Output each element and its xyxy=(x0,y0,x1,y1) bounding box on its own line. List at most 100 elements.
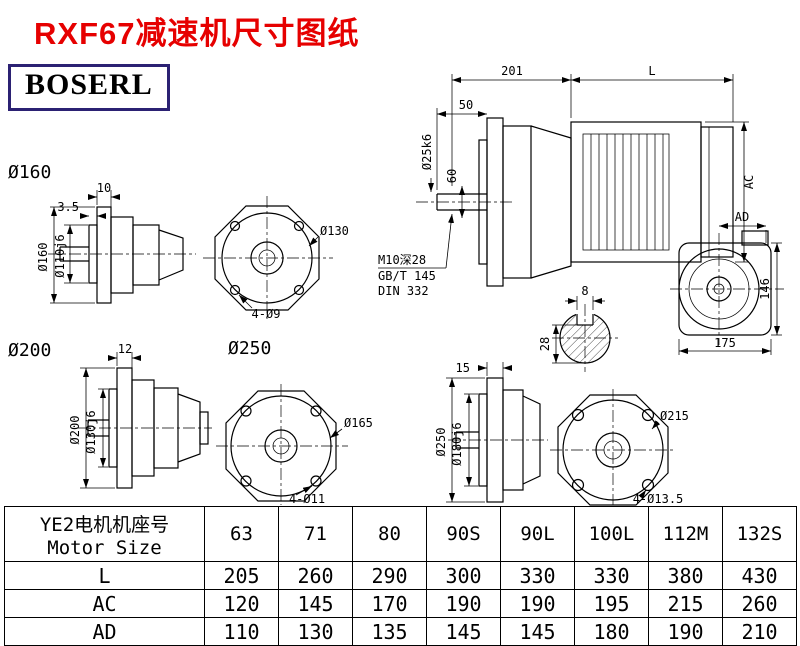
cell-L-80: 290 xyxy=(352,561,427,590)
cell-AD-100L: 180 xyxy=(574,617,649,646)
series-label-200: Ø200 xyxy=(8,340,51,361)
fan-cowl xyxy=(700,126,734,258)
frame-size-132S: 132S xyxy=(722,506,797,562)
table-row-L: L 205 260 290 300 330 330 380 430 xyxy=(4,561,797,590)
bolt-hole xyxy=(641,408,655,422)
dim-AD-label: AD xyxy=(735,210,749,224)
flange250-side-view: 15 Ø250 Ø180j6 xyxy=(434,361,548,503)
shaft-keyway-section: 8 28 xyxy=(538,284,618,372)
bolt-hole xyxy=(571,478,585,492)
flange160-holes-label: 4-Ø9 xyxy=(252,307,281,321)
table-row-AC: AC 120 145 170 190 190 195 215 260 xyxy=(4,589,797,618)
frame-size-90S: 90S xyxy=(426,506,501,562)
flange200-side-view: 12 Ø200 Ø130j6 xyxy=(68,342,212,489)
flange250-holes-label: 4-Ø13.5 xyxy=(633,492,684,506)
cell-AC-80: 170 xyxy=(352,589,427,618)
frame-size-90L: 90L xyxy=(500,506,575,562)
frame-size-71: 71 xyxy=(278,506,353,562)
row-label-L: L xyxy=(4,561,205,590)
dim-146-label: 146 xyxy=(758,278,772,300)
bolt-hole xyxy=(229,284,241,296)
bolt-hole xyxy=(240,405,252,417)
cell-L-100L: 330 xyxy=(574,561,649,590)
flange250-outer-label: Ø250 xyxy=(434,428,448,457)
flange160-front-view: Ø130 4-Ø9 xyxy=(203,196,349,322)
dim-12-label: 12 xyxy=(118,342,132,356)
tap-note-gbt: GB/T 145 xyxy=(378,269,436,283)
dim-175-label: 175 xyxy=(714,336,736,350)
flange160-outer-label: Ø160 xyxy=(36,243,50,272)
flange250-spigot-label: Ø180j6 xyxy=(450,422,464,465)
bolt-hole xyxy=(641,478,655,492)
key-depth-label: 28 xyxy=(538,337,552,351)
bolt-hole xyxy=(293,284,305,296)
table-header-row: YE2电机机座号 Motor Size 63 71 80 90S 90L 100… xyxy=(4,506,797,562)
cell-AD-112M: 190 xyxy=(648,617,723,646)
cell-L-90L: 330 xyxy=(500,561,575,590)
cell-AD-63: 110 xyxy=(204,617,279,646)
bolt-hole xyxy=(310,475,322,487)
shaft-diameter-label: Ø25k6 xyxy=(420,134,434,170)
cell-AC-112M: 215 xyxy=(648,589,723,618)
cell-L-132S: 430 xyxy=(722,561,797,590)
cell-L-90S: 300 xyxy=(426,561,501,590)
motor-end-view: AD 146 175 xyxy=(670,210,784,355)
motor-size-header-cell: YE2电机机座号 Motor Size xyxy=(4,506,205,562)
motor-body xyxy=(570,121,702,263)
bolt-hole xyxy=(240,475,252,487)
bolt-hole xyxy=(571,408,585,422)
dim-L-label: L xyxy=(648,64,655,78)
row-label-AC: AC xyxy=(4,589,205,618)
assembly-side-view: 201 L 50 Ø25k6 60 AC M10深28 GB/T 145 DIN… xyxy=(378,64,756,298)
motor-size-header-cn: YE2电机机座号 xyxy=(39,513,170,536)
cell-AC-90L: 190 xyxy=(500,589,575,618)
cell-AC-132S: 260 xyxy=(722,589,797,618)
cell-AD-71: 130 xyxy=(278,617,353,646)
terminal-box xyxy=(741,230,769,246)
flange160-bolt-circle-label: Ø130 xyxy=(320,224,349,238)
motor-size-header-en: Motor Size xyxy=(47,536,162,559)
flange200-bolt-circle-label: Ø165 xyxy=(344,416,373,430)
dim-60-label: 60 xyxy=(445,169,459,183)
tap-note-din: DIN 332 xyxy=(378,284,429,298)
frame-size-80: 80 xyxy=(352,506,427,562)
dim-201-label: 201 xyxy=(501,64,523,78)
cell-L-63: 205 xyxy=(204,561,279,590)
flange160-side-view: 10 3.5 Ø160 Ø110j6 xyxy=(36,181,196,304)
cell-L-71: 260 xyxy=(278,561,353,590)
dim-15-label: 15 xyxy=(456,361,470,375)
dim-AC-label: AC xyxy=(742,175,756,189)
flange200-spigot-label: Ø130j6 xyxy=(84,410,98,453)
bolt-hole xyxy=(293,220,305,232)
frame-size-112M: 112M xyxy=(648,506,723,562)
dim-10-label: 10 xyxy=(97,181,111,195)
gear-housing xyxy=(502,125,532,279)
dim-50-label: 50 xyxy=(459,98,473,112)
cell-AC-71: 145 xyxy=(278,589,353,618)
flange200-outer-label: Ø200 xyxy=(68,416,82,445)
flange250-bolt-circle-label: Ø215 xyxy=(660,409,689,423)
technical-drawing: Ø160 Ø200 Ø250 xyxy=(8,64,784,506)
flange200-holes-label: 4-Ø11 xyxy=(289,492,325,506)
motor-size-table: YE2电机机座号 Motor Size 63 71 80 90S 90L 100… xyxy=(4,506,797,646)
cell-AC-63: 120 xyxy=(204,589,279,618)
frame-size-63: 63 xyxy=(204,506,279,562)
cell-L-112M: 380 xyxy=(648,561,723,590)
cell-AC-90S: 190 xyxy=(426,589,501,618)
tap-note-m10: M10深28 xyxy=(378,253,426,267)
table-row-AD: AD 110 130 135 145 145 180 190 210 xyxy=(4,617,797,646)
series-label-160: Ø160 xyxy=(8,162,51,183)
cell-AD-80: 135 xyxy=(352,617,427,646)
cell-AD-90L: 145 xyxy=(500,617,575,646)
cell-AD-132S: 210 xyxy=(722,617,797,646)
series-label-250: Ø250 xyxy=(228,338,271,359)
frame-size-100L: 100L xyxy=(574,506,649,562)
flange250-front-view: Ø215 4-Ø13.5 xyxy=(550,389,689,506)
row-label-AD: AD xyxy=(4,617,205,646)
bolt-hole xyxy=(310,405,322,417)
cell-AC-100L: 195 xyxy=(574,589,649,618)
key-width-label: 8 xyxy=(581,284,588,298)
bolt-hole xyxy=(229,220,241,232)
cell-AD-90S: 145 xyxy=(426,617,501,646)
